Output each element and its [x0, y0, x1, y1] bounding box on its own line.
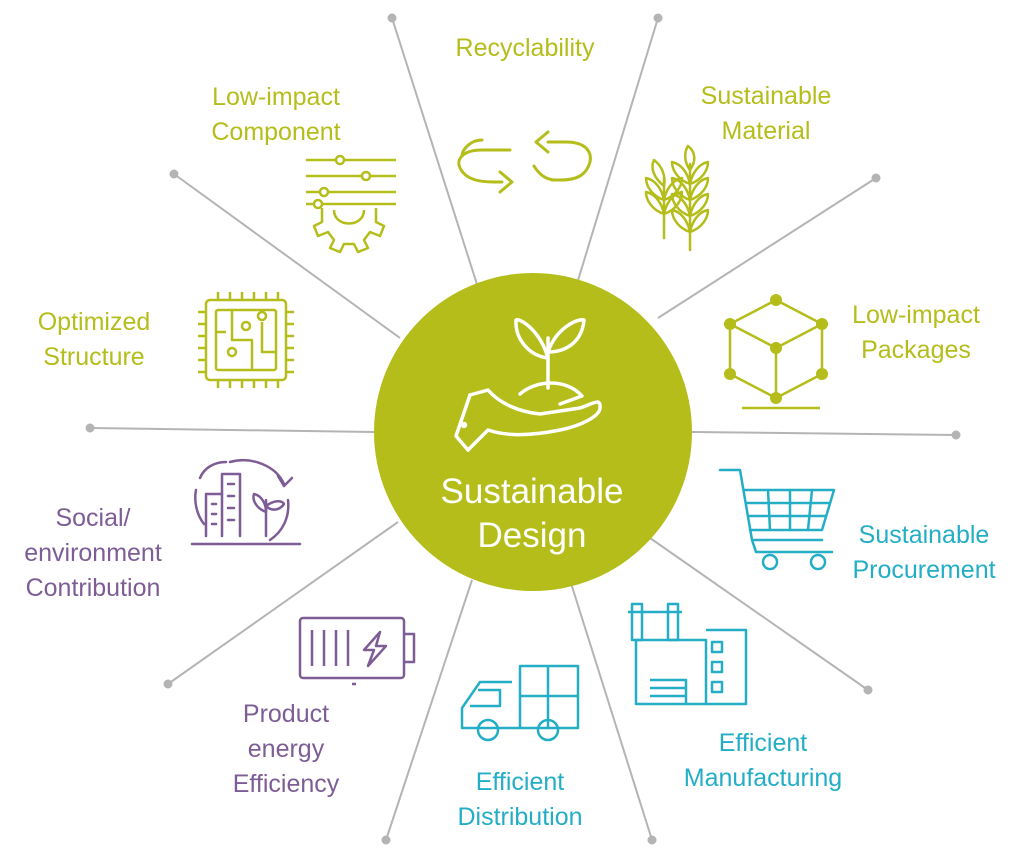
label-line: Social/ [55, 504, 131, 532]
center-title-line-1: Sustainable [440, 472, 624, 511]
label-optimized-structure: Optimized Structure [4, 305, 184, 375]
label-line: Procurement [852, 556, 996, 584]
label-line: Efficient [718, 729, 808, 757]
spoke-social-environment-contribution [163, 521, 399, 689]
gear-sliders-icon [306, 154, 396, 254]
spoke-low-impact-component [169, 169, 401, 339]
label-line: Manufacturing [683, 764, 843, 792]
city-plant-cycle-icon [190, 459, 302, 546]
label-line: Sustainable [700, 82, 832, 110]
center-circle [374, 273, 692, 591]
factory-icon [628, 602, 748, 706]
shopping-cart-icon [718, 468, 836, 571]
label-low-impact-component: Low-impact Component [176, 80, 376, 150]
spoke-product-energy-efficiency [381, 579, 473, 845]
label-line: energy [247, 735, 325, 763]
spoke-sustainable-procurement [691, 430, 961, 440]
spoke-efficient-manufacturing [649, 537, 873, 695]
label-line: Optimized [37, 308, 151, 336]
recycle-arrows-icon [457, 130, 592, 194]
label-line: Low-impact [852, 301, 980, 329]
label-line: Efficiency [232, 770, 340, 798]
center-title: Sustainable Design [382, 470, 682, 558]
spoke-optimized-structure [85, 423, 375, 433]
label-line: Packages [861, 336, 971, 364]
label-line: Product [242, 700, 330, 728]
label-recyclability: Recyclability [425, 31, 625, 66]
label-line: Component [211, 118, 341, 146]
spoke-low-impact-packages [657, 173, 881, 319]
label-line: Material [721, 117, 811, 145]
battery-charging-icon [298, 616, 416, 686]
wheat-icon [644, 144, 710, 252]
label-line: Contribution [25, 574, 161, 602]
spoke-sustainable-material [571, 13, 663, 301]
center-title-line-2: Design [477, 516, 587, 555]
label-product-energy-efficiency: Product energy Efficiency [186, 697, 386, 802]
delivery-truck-icon [460, 664, 580, 742]
label-efficient-manufacturing: Efficient Manufacturing [658, 726, 868, 796]
label-line: Low-impact [212, 83, 340, 111]
cube-network-icon [724, 294, 828, 410]
label-line: Distribution [457, 803, 583, 831]
label-line: Sustainable [858, 521, 990, 549]
spoke-efficient-distribution [569, 579, 657, 845]
hand-holding-plant-icon [454, 318, 602, 452]
label-efficient-distribution: Efficient Distribution [420, 765, 620, 835]
label-line: Efficient [475, 768, 565, 796]
label-sustainable-procurement: Sustainable Procurement [832, 518, 1016, 588]
label-line: Structure [43, 343, 145, 371]
label-line: Recyclability [455, 34, 595, 62]
label-social-environment-contribution: Social/ environment Contribution [0, 501, 186, 606]
label-line: environment [24, 539, 162, 567]
label-sustainable-material: Sustainable Material [666, 79, 866, 149]
label-low-impact-packages: Low-impact Packages [816, 298, 1016, 368]
microchip-icon [198, 292, 294, 388]
spoke-recyclability [387, 13, 483, 301]
